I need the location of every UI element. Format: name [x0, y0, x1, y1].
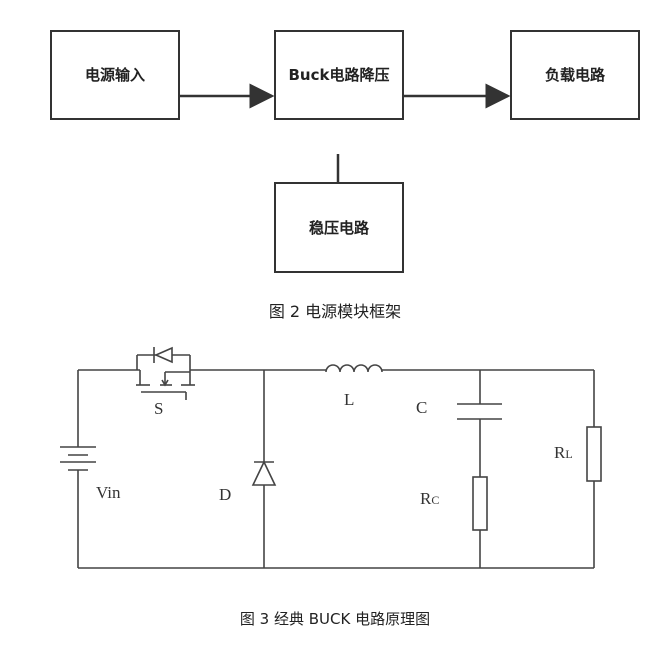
block-load-label: 负载电路	[544, 66, 605, 84]
block-buck-label: Buck电路降压	[288, 66, 390, 84]
label-switch: S	[154, 399, 163, 418]
block-power-input-label: 电源输入	[84, 66, 145, 84]
label-capacitor: C	[416, 398, 427, 417]
block-power-input: 电源输入	[50, 30, 180, 120]
figure2-caption: 图 2 电源模块框架	[268, 302, 402, 321]
block-regulator-label: 稳压电路	[308, 218, 369, 237]
inductor-symbol	[325, 364, 383, 373]
resistor-rl-symbol	[586, 426, 602, 482]
mosfet-switch-symbol	[136, 346, 195, 400]
capacitor-symbol	[457, 403, 502, 420]
resistor-rc-symbol	[472, 476, 488, 531]
figure3-caption: 图 3 经典 BUCK 电路原理图	[239, 610, 431, 628]
block-load: 负载电路	[510, 30, 640, 120]
battery-symbol	[60, 446, 96, 471]
label-rc: RC	[420, 489, 439, 508]
label-inductor: L	[344, 390, 354, 409]
label-diode: D	[219, 485, 231, 504]
block-buck: Buck电路降压	[274, 30, 404, 120]
label-vin: Vin	[96, 483, 121, 502]
label-rl: RL	[554, 443, 573, 462]
block-regulator: 稳压电路	[274, 182, 404, 273]
diode-symbol	[251, 460, 277, 486]
